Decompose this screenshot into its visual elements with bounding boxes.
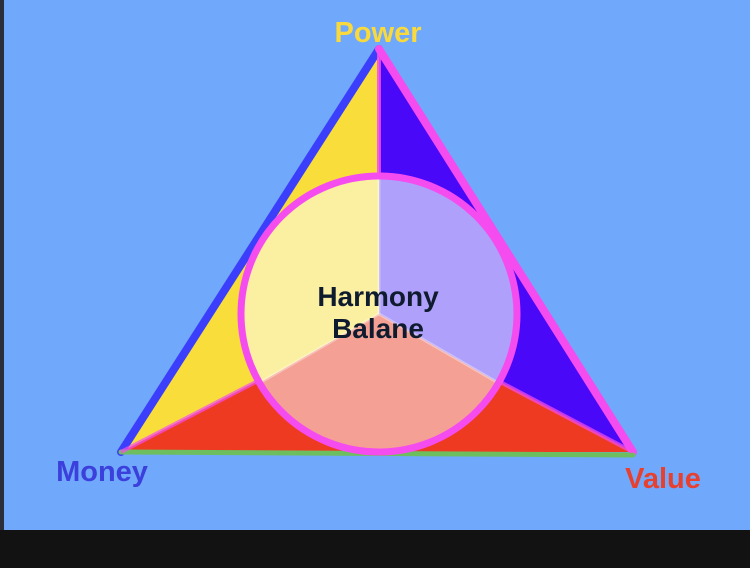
edge-power-value: [375, 45, 637, 456]
edge-power-money: [117, 45, 383, 456]
circle-divider-right: [378, 312, 500, 385]
circle-segment-money-value: [259, 314, 499, 452]
harmony-triangle-diagram: Harmony Balane Power Money Value: [0, 0, 750, 530]
vertex-label-value: Value: [625, 463, 701, 495]
vertex-label-money: Money: [56, 456, 148, 488]
circle-divider-left: [258, 312, 380, 385]
harmony-circle: [237, 172, 521, 456]
center-label-line2: Balane: [332, 313, 424, 344]
bottom-bar: [0, 530, 750, 568]
vertex-label-power: Power: [334, 17, 421, 49]
center-label-line1: Harmony: [317, 281, 439, 312]
left-edge-strip: [0, 0, 4, 530]
